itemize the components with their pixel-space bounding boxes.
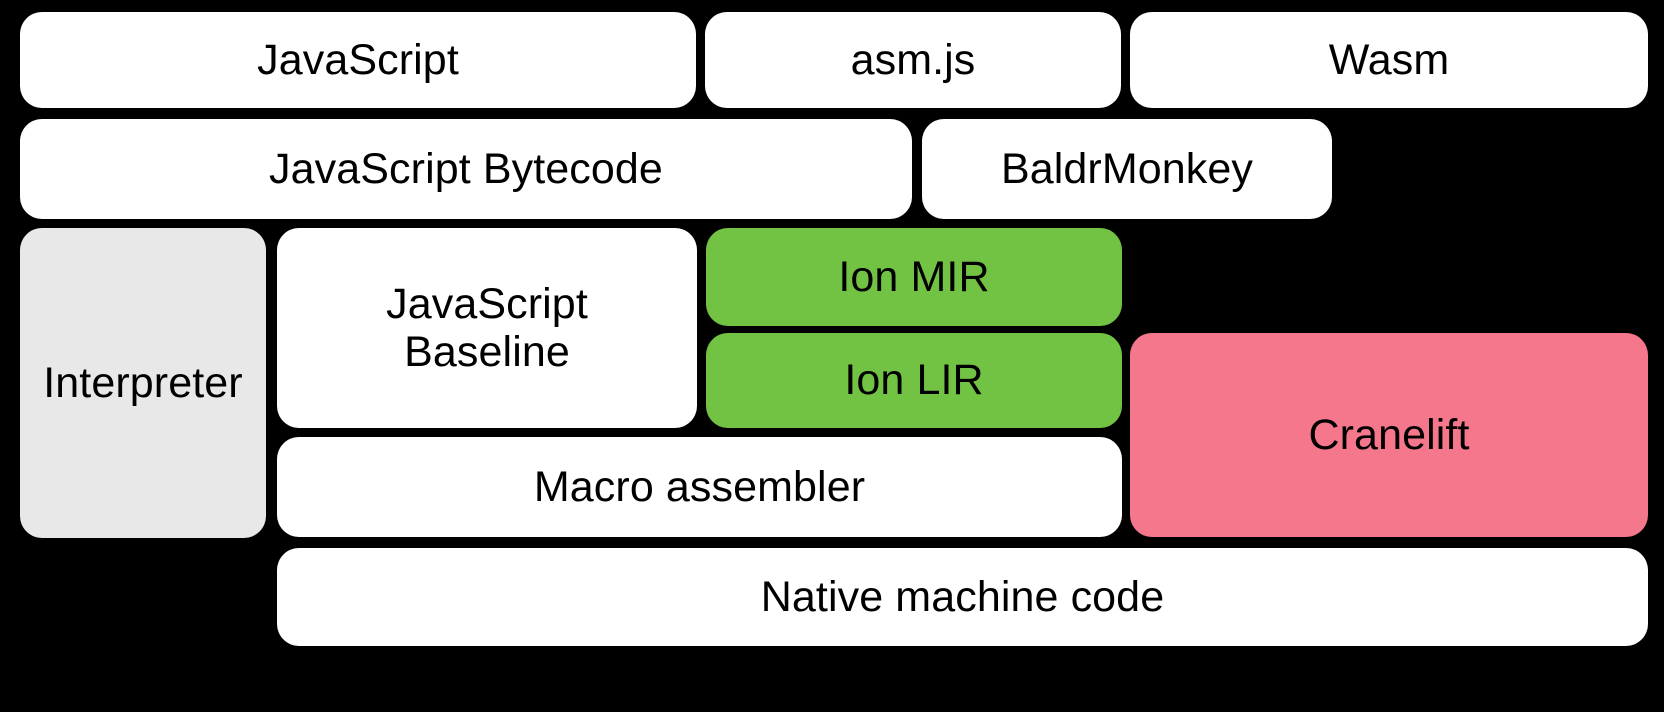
node-ion-lir: Ion LIR [706, 333, 1122, 428]
node-wasm: Wasm [1130, 12, 1648, 108]
node-ion-mir: Ion MIR [706, 228, 1122, 326]
node-cranelift: Cranelift [1130, 333, 1648, 537]
node-javascript: JavaScript [20, 12, 696, 108]
node-native-machine-code: Native machine code [277, 548, 1648, 646]
node-javascript-bytecode: JavaScript Bytecode [20, 119, 912, 219]
node-baldrmonkey: BaldrMonkey [922, 119, 1332, 219]
node-macro-assembler: Macro assembler [277, 437, 1122, 537]
node-asm-js: asm.js [705, 12, 1121, 108]
node-interpreter: Interpreter [20, 228, 266, 538]
node-javascript-baseline: JavaScript Baseline [277, 228, 697, 428]
